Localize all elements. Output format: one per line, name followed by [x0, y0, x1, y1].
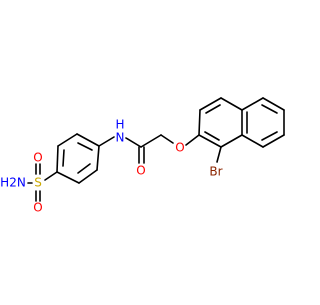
bond-group	[27, 97, 285, 202]
atom-label-o-sulfonyl-top: O	[33, 151, 42, 165]
atom-label-o-ether: O	[175, 141, 184, 155]
bond	[261, 131, 278, 141]
atom-label-n-amide: N	[116, 131, 125, 145]
bond	[199, 97, 222, 111]
bond	[125, 137, 142, 148]
bond	[241, 134, 264, 148]
atom-label-s: S	[34, 176, 42, 190]
bond	[98, 136, 115, 147]
molecule-diagram: N H O O Br S O O H2N	[0, 97, 285, 215]
atom-label-o-sulfonyl-bottom: O	[33, 201, 42, 215]
bond	[78, 169, 98, 184]
bond	[62, 149, 65, 167]
structure-svg: N H O O Br S O O H2N	[0, 97, 285, 215]
atom-label-group: N H O O Br S O O H2N	[0, 118, 222, 215]
bond	[56, 171, 80, 184]
bond	[241, 97, 264, 111]
bond	[198, 109, 201, 136]
bond	[262, 134, 285, 148]
bond	[96, 145, 100, 171]
bond	[185, 134, 200, 146]
bond	[76, 133, 100, 147]
bond	[44, 171, 58, 181]
atom-label-h2n: H2N	[0, 176, 26, 190]
bond	[220, 134, 243, 148]
bond	[216, 146, 222, 163]
bond	[198, 134, 222, 148]
bond	[262, 97, 285, 111]
bond	[205, 104, 221, 114]
bond	[140, 134, 162, 148]
bond	[57, 133, 78, 147]
bond	[56, 145, 59, 173]
bond	[77, 163, 91, 174]
atom-label-h-amide: H	[115, 118, 124, 132]
bond	[160, 134, 174, 144]
bond	[220, 97, 243, 111]
atom-label-o-carbonyl: O	[136, 164, 145, 178]
bond	[77, 142, 93, 151]
bond	[204, 131, 220, 141]
bond	[261, 104, 278, 114]
atom-label-br: Br	[209, 165, 222, 179]
